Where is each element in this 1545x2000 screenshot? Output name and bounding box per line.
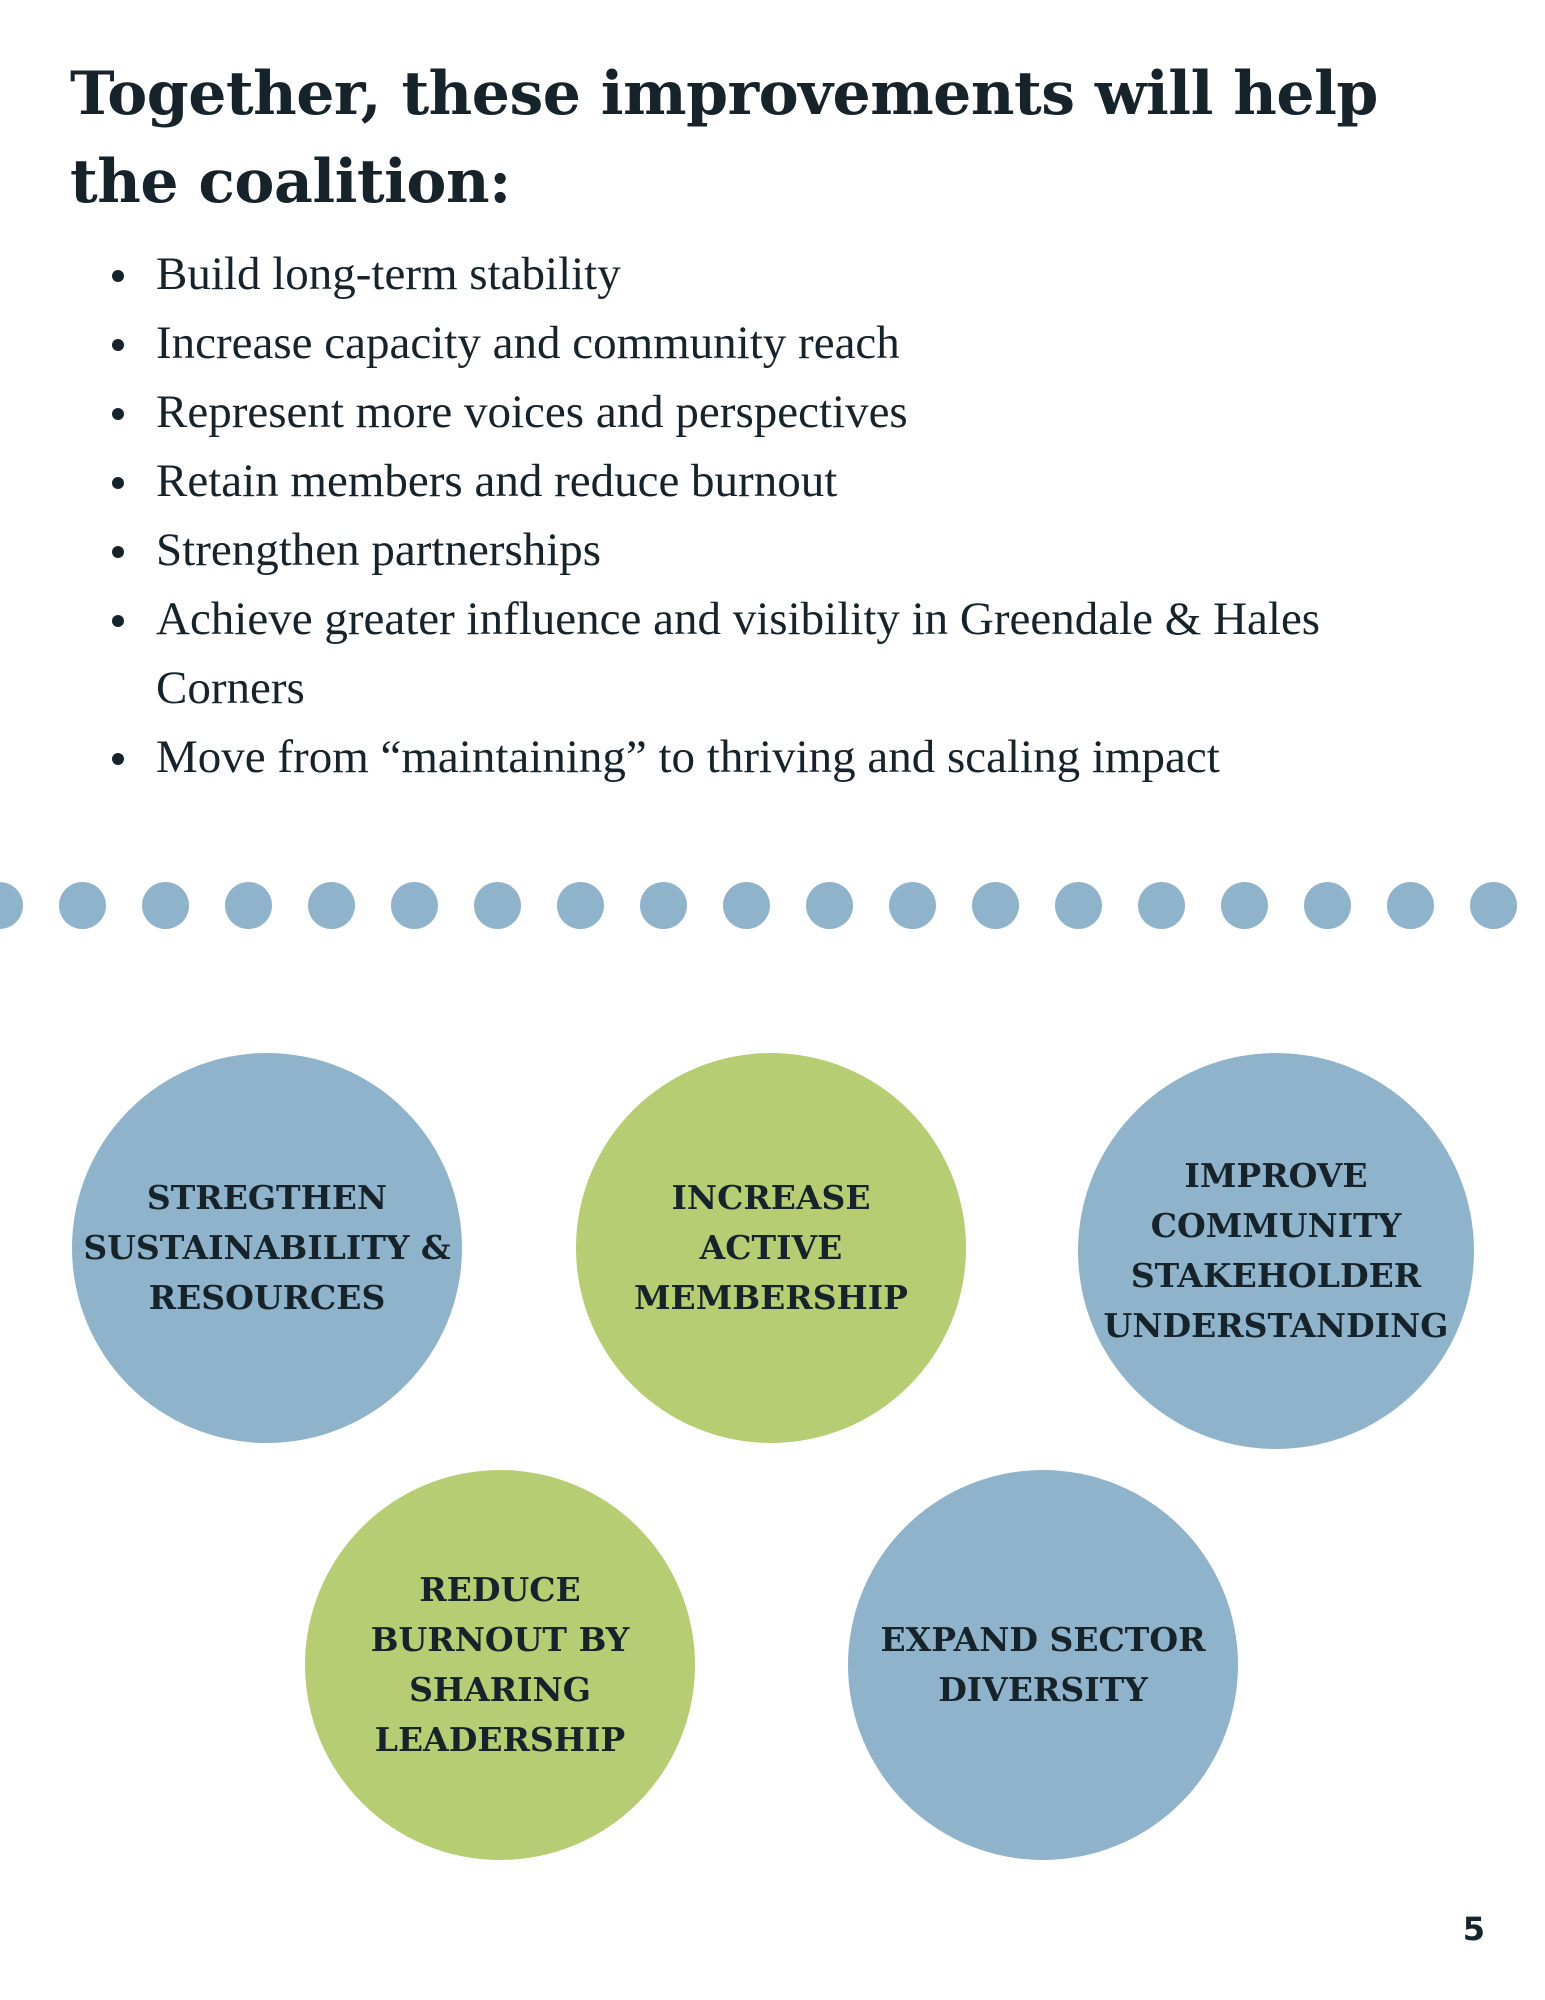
list-item: Achieve greater influence and visibility… — [110, 585, 1430, 723]
divider-dot — [972, 882, 1019, 929]
divider-dot — [1138, 882, 1185, 929]
bullet-icon — [112, 270, 124, 282]
goal-circle-label: EXPAND SECTOR DIVERSITY — [880, 1620, 1206, 1709]
page-heading: Together, these improvements will help t… — [70, 59, 1378, 217]
goal-circle-membership: INCREASE ACTIVE MEMBERSHIP — [576, 1053, 966, 1443]
divider-dot — [889, 882, 936, 929]
goal-circle-label: IMPROVE COMMUNITY STAKEHOLDER UNDERSTAND… — [1103, 1156, 1449, 1345]
bullet-icon — [112, 615, 124, 627]
list-item-text: Achieve greater influence and visibility… — [156, 593, 1321, 714]
divider-dot — [474, 882, 521, 929]
list-item: Retain members and reduce burnout — [110, 447, 1430, 516]
divider-dot — [1221, 882, 1268, 929]
goal-circle-label: STREGTHEN SUSTAINABILITY & RESOURCES — [83, 1178, 451, 1317]
list-item-text: Build long-term stability — [156, 248, 621, 300]
list-item-text: Move from “maintaining” to thriving and … — [156, 731, 1220, 783]
divider-dot — [391, 882, 438, 929]
divider-dot — [1470, 882, 1517, 929]
divider-dot — [308, 882, 355, 929]
divider-dot — [1055, 882, 1102, 929]
divider-dot — [142, 882, 189, 929]
divider-dot — [640, 882, 687, 929]
list-item: Represent more voices and perspectives — [110, 378, 1430, 447]
goal-circle-shared-leadership: REDUCE BURNOUT BY SHARING LEADERSHIP — [305, 1470, 695, 1860]
goal-circle-stakeholder-understanding: IMPROVE COMMUNITY STAKEHOLDER UNDERSTAND… — [1078, 1053, 1474, 1449]
bullet-icon — [112, 408, 124, 420]
goal-circle-sustainability: STREGTHEN SUSTAINABILITY & RESOURCES — [72, 1053, 462, 1443]
page-number: 5 — [1462, 1910, 1485, 1948]
list-item: Increase capacity and community reach — [110, 309, 1430, 378]
divider-dot — [1304, 882, 1351, 929]
dotted-divider — [0, 882, 1545, 930]
divider-dot — [557, 882, 604, 929]
divider-dot — [1387, 882, 1434, 929]
list-item-text: Increase capacity and community reach — [156, 317, 900, 369]
divider-dot — [0, 882, 23, 929]
goal-circle-label: INCREASE ACTIVE MEMBERSHIP — [634, 1178, 908, 1317]
bullet-icon — [112, 477, 124, 489]
list-item-text: Retain members and reduce burnout — [156, 455, 838, 507]
list-item-text: Strengthen partnerships — [156, 524, 602, 576]
bullet-icon — [112, 753, 124, 765]
divider-dot — [806, 882, 853, 929]
divider-dot — [723, 882, 770, 929]
bullet-icon — [112, 339, 124, 351]
list-item: Build long-term stability — [110, 240, 1430, 309]
list-item: Strengthen partnerships — [110, 516, 1430, 585]
benefits-list: Build long-term stability Increase capac… — [110, 240, 1430, 792]
list-item: Move from “maintaining” to thriving and … — [110, 723, 1430, 792]
goal-circle-label: REDUCE BURNOUT BY SHARING LEADERSHIP — [370, 1570, 630, 1759]
divider-dot — [225, 882, 272, 929]
list-item-text: Represent more voices and perspectives — [156, 386, 908, 438]
goal-circle-sector-diversity: EXPAND SECTOR DIVERSITY — [848, 1470, 1238, 1860]
bullet-icon — [112, 546, 124, 558]
divider-dot — [59, 882, 106, 929]
